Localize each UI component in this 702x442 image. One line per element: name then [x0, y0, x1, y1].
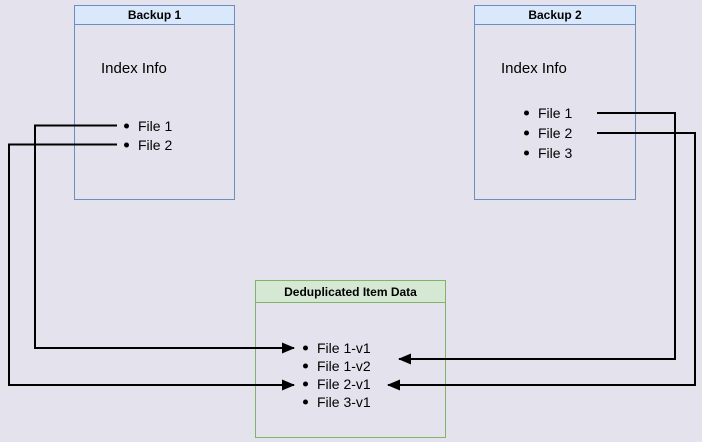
backup2-index-info-label: Index Info: [501, 60, 567, 77]
backup2-box: Backup 2 Index Info: [474, 5, 636, 200]
dedup-item-file1-v1: File 1-v1: [302, 339, 371, 357]
backup1-file-list: File 1 File 2: [123, 116, 172, 154]
dedup-item-file1-v2: File 1-v2: [302, 357, 371, 375]
backup1-title: Backup 1: [75, 6, 234, 25]
backup2-title: Backup 2: [475, 6, 635, 25]
backup2-file-3: File 3: [523, 143, 572, 163]
dedup-title: Deduplicated Item Data: [256, 281, 445, 303]
backup1-box: Backup 1 Index Info: [74, 5, 235, 200]
dedup-item-file2-v1: File 2-v1: [302, 375, 371, 393]
backup2-file-list: File 1 File 2 File 3: [523, 103, 572, 163]
dedup-item-list: File 1-v1 File 1-v2 File 2-v1 File 3-v1: [302, 339, 371, 411]
backup1-index-info-label: Index Info: [101, 60, 167, 77]
backup1-file-2: File 2: [123, 135, 172, 154]
backup2-file-2: File 2: [523, 123, 572, 143]
backup2-file-1: File 1: [523, 103, 572, 123]
backup1-file-1: File 1: [123, 116, 172, 135]
dedup-item-file3-v1: File 3-v1: [302, 393, 371, 411]
